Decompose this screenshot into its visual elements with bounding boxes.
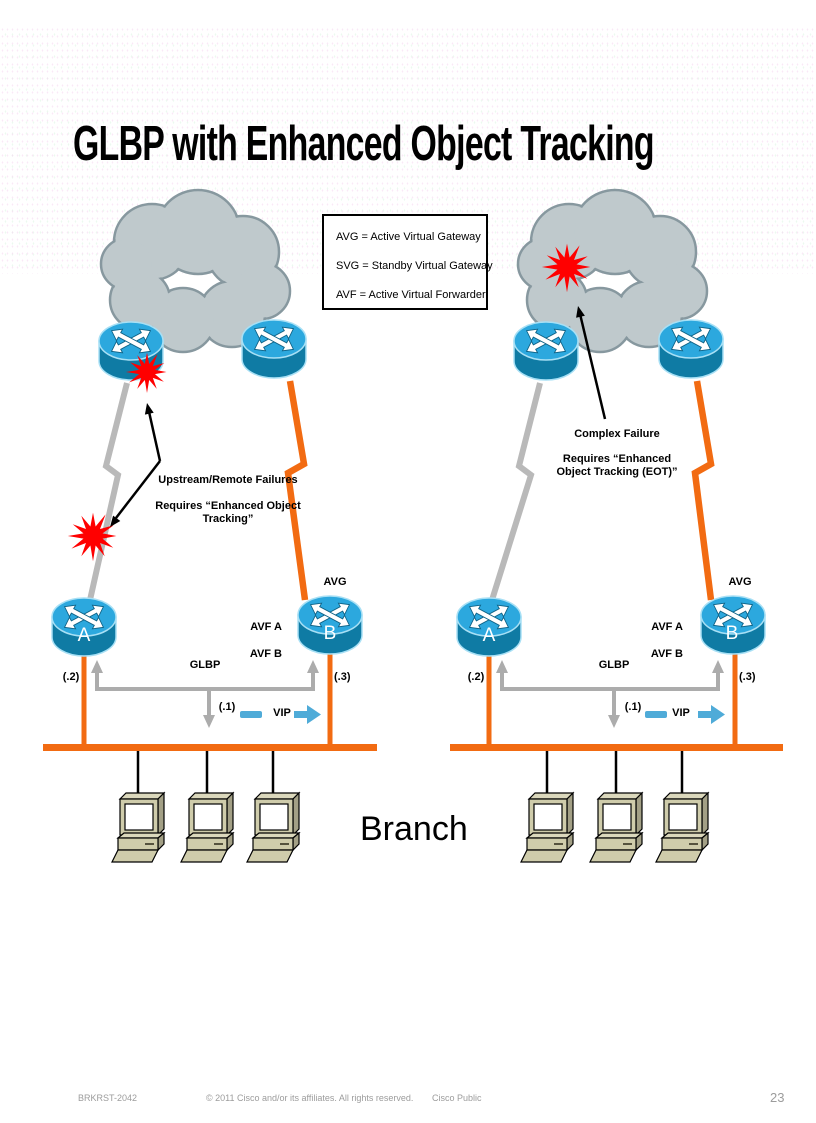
- legend-item-svg: SVG = Standby Virtual Gateway: [336, 260, 493, 272]
- page-title: GLBP with Enhanced Object Tracking: [73, 117, 655, 171]
- wan-cloud-left-icon: [99, 188, 292, 354]
- avf-b-label-left: AVF B: [249, 648, 282, 660]
- failure-title-left: Upstream/Remote Failures: [158, 474, 298, 486]
- computer-icon: [589, 792, 643, 863]
- computer-icon: [111, 792, 165, 863]
- vip-arrow-icon-right: [645, 705, 725, 724]
- router-icon-upstream-left-2: [242, 320, 306, 378]
- footer-copyright: © 2011 Cisco and/or its affiliates. All …: [206, 1093, 414, 1103]
- avf-a-label-right: AVF A: [651, 621, 683, 633]
- ip3-label-right: (.3): [739, 671, 756, 683]
- lan-bus-left: [43, 744, 377, 751]
- vip-label-left: VIP: [273, 707, 291, 719]
- footer-classification: Cisco Public: [432, 1093, 482, 1103]
- annotation-arrow-right: [579, 315, 607, 420]
- annotation-arrowhead-right: [576, 306, 585, 318]
- failure-note-right: Requires “Enhanced Object Tracking (EOT)…: [556, 453, 678, 478]
- ip3-label-left: (.3): [334, 671, 351, 683]
- computer-icon: [655, 792, 709, 863]
- wan-link-orange-left: [284, 380, 309, 601]
- ip1-label-right: (.1): [624, 701, 642, 713]
- branch-label: Branch: [360, 810, 468, 848]
- legend-item-avf: AVF = Active Virtual Forwarder: [336, 289, 486, 301]
- router-b-letter-left: B: [323, 623, 337, 644]
- router-icon-upstream-right-1: [514, 322, 578, 380]
- computer-icon: [520, 792, 574, 863]
- failure-note-left: Requires “Enhanced Object Tracking”: [155, 500, 301, 525]
- lan-bus-right: [450, 744, 783, 751]
- annotation-arrowheads-left: [110, 403, 154, 527]
- wan-cloud-right-icon: [516, 188, 709, 354]
- computer-icon: [180, 792, 234, 863]
- glbp-label-left: GLBP: [189, 659, 221, 671]
- annotation-arrows-left: [115, 412, 162, 519]
- failure-title-right: Complex Failure: [574, 428, 660, 440]
- router-a-letter-right: A: [482, 625, 496, 646]
- vip-arrow-icon-left: [240, 705, 321, 724]
- avg-label-left: AVG: [323, 576, 347, 588]
- lan-drop-lines: [81, 648, 738, 744]
- vip-label-right: VIP: [672, 707, 690, 719]
- wan-link-orange-right: [691, 380, 715, 601]
- glbp-bracket-right-arrowheads: [496, 660, 724, 728]
- wan-link-gray-right: [489, 382, 543, 601]
- computer-icon: [246, 792, 300, 863]
- glbp-bracket-left-arrowheads: [91, 660, 319, 728]
- wan-link-gray-left: [87, 382, 130, 601]
- legend-item-avg: AVG = Active Virtual Gateway: [336, 231, 481, 243]
- glbp-label-right: GLBP: [598, 659, 630, 671]
- avg-label-right: AVG: [728, 576, 752, 588]
- glbp-bracket-left: [95, 670, 315, 717]
- router-a-letter-left: A: [77, 625, 91, 646]
- avf-a-label-left: AVF A: [250, 621, 282, 633]
- legend-box: AVG = Active Virtual Gateway SVG = Stand…: [322, 214, 493, 310]
- router-b-letter-right: B: [725, 623, 739, 644]
- ip2-label-right: (.2): [467, 671, 485, 683]
- ip1-label-left: (.1): [218, 701, 236, 713]
- router-icon-upstream-right-2: [659, 320, 723, 378]
- page-number: 23: [770, 1090, 785, 1105]
- footer-session-id: BRKRST-2042: [78, 1093, 138, 1103]
- pc-stub-lines: [136, 751, 684, 795]
- avf-b-label-right: AVF B: [650, 648, 683, 660]
- ip2-label-left: (.2): [62, 671, 80, 683]
- glbp-bracket-right: [500, 670, 720, 717]
